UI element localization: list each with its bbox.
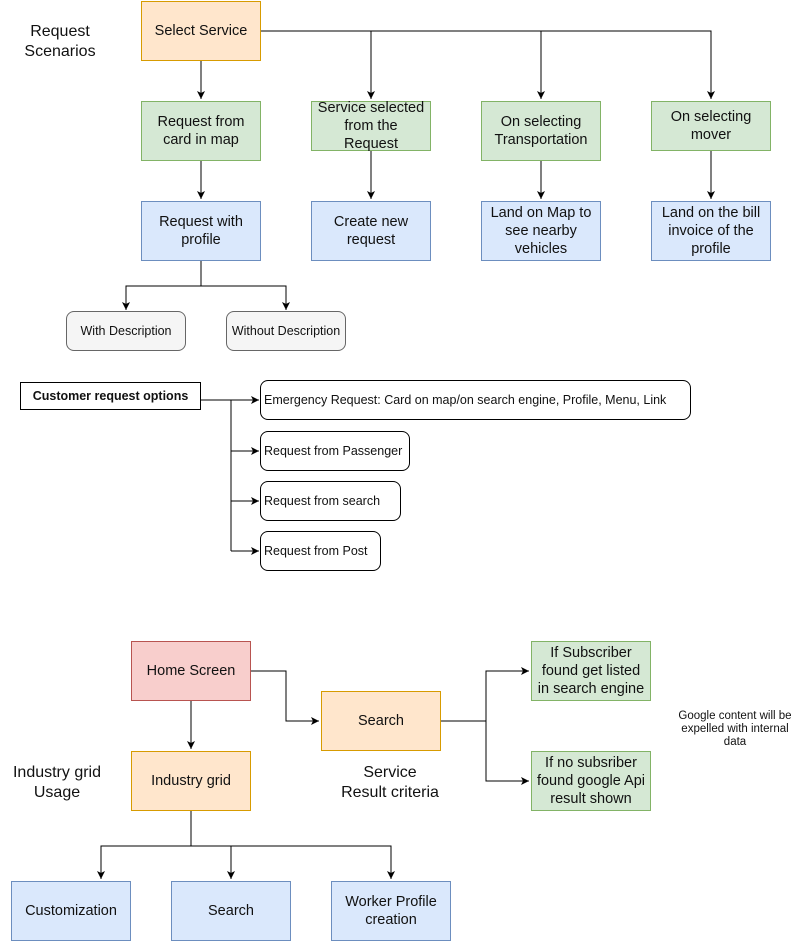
worker-profile-node[interactable]: Worker Profile creation [331,881,451,941]
request-from-passenger-node[interactable]: Request from Passenger [260,431,410,471]
edge-select-to-mover [541,30,715,99]
request-from-search-node[interactable]: Request from search [260,481,401,521]
edge-industry-to-gridsearch [191,845,235,879]
emergency-request-node[interactable]: Emergency Request: Card on map/on search… [260,380,691,420]
service-result-criteria-label: Service Result criteria [341,764,439,801]
edge-home-to-search [251,670,319,725]
edge-profile-to-with [122,261,202,310]
industry-grid-node[interactable]: Industry grid [131,751,251,811]
on-mover-node[interactable]: On selecting mover [651,101,771,151]
create-new-request-node[interactable]: Create new request [311,201,431,261]
no-subscriber-node[interactable]: If no subsriber found google Api result … [531,751,651,811]
grid-search-node[interactable]: Search [171,881,291,941]
edge-industry-to-worker [231,845,395,879]
request-scenarios-title: Request Scenarios [24,23,96,60]
with-description-node[interactable]: With Description [66,311,186,351]
select-service-node[interactable]: Select Service [141,1,261,61]
edge-search-to-subscriber [441,667,529,722]
land-on-map-node[interactable]: Land on Map to see nearby vehicles [481,201,601,261]
service-selected-node[interactable]: Service selected from the Request [311,100,431,152]
customer-request-options-node[interactable]: Customer request options [20,382,201,410]
google-content-note: Google content will be expelled with int… [678,710,792,748]
request-from-post-node[interactable]: Request from Post [260,531,381,571]
subscriber-found-node[interactable]: If Subscriber found get listed in search… [531,641,651,701]
request-with-profile-node[interactable]: Request with profile [141,201,261,261]
home-screen-node[interactable]: Home Screen [131,641,251,701]
search-node[interactable]: Search [321,691,441,751]
edge-industry-to-customization [97,811,192,879]
edge-search-to-nosubscriber [485,721,529,785]
without-description-node[interactable]: Without Description [226,311,346,351]
edge-select-to-service-selected [261,30,375,99]
industry-grid-usage-title: Industry grid Usage [12,764,102,801]
edge-select-to-transportation [371,30,545,99]
request-from-card-node[interactable]: Request from card in map [141,101,261,161]
on-transportation-node[interactable]: On selecting Transportation [481,101,601,161]
edge-profile-to-without [201,285,290,310]
customization-node[interactable]: Customization [11,881,131,941]
land-on-bill-node[interactable]: Land on the bill invoice of the profile [651,201,771,261]
